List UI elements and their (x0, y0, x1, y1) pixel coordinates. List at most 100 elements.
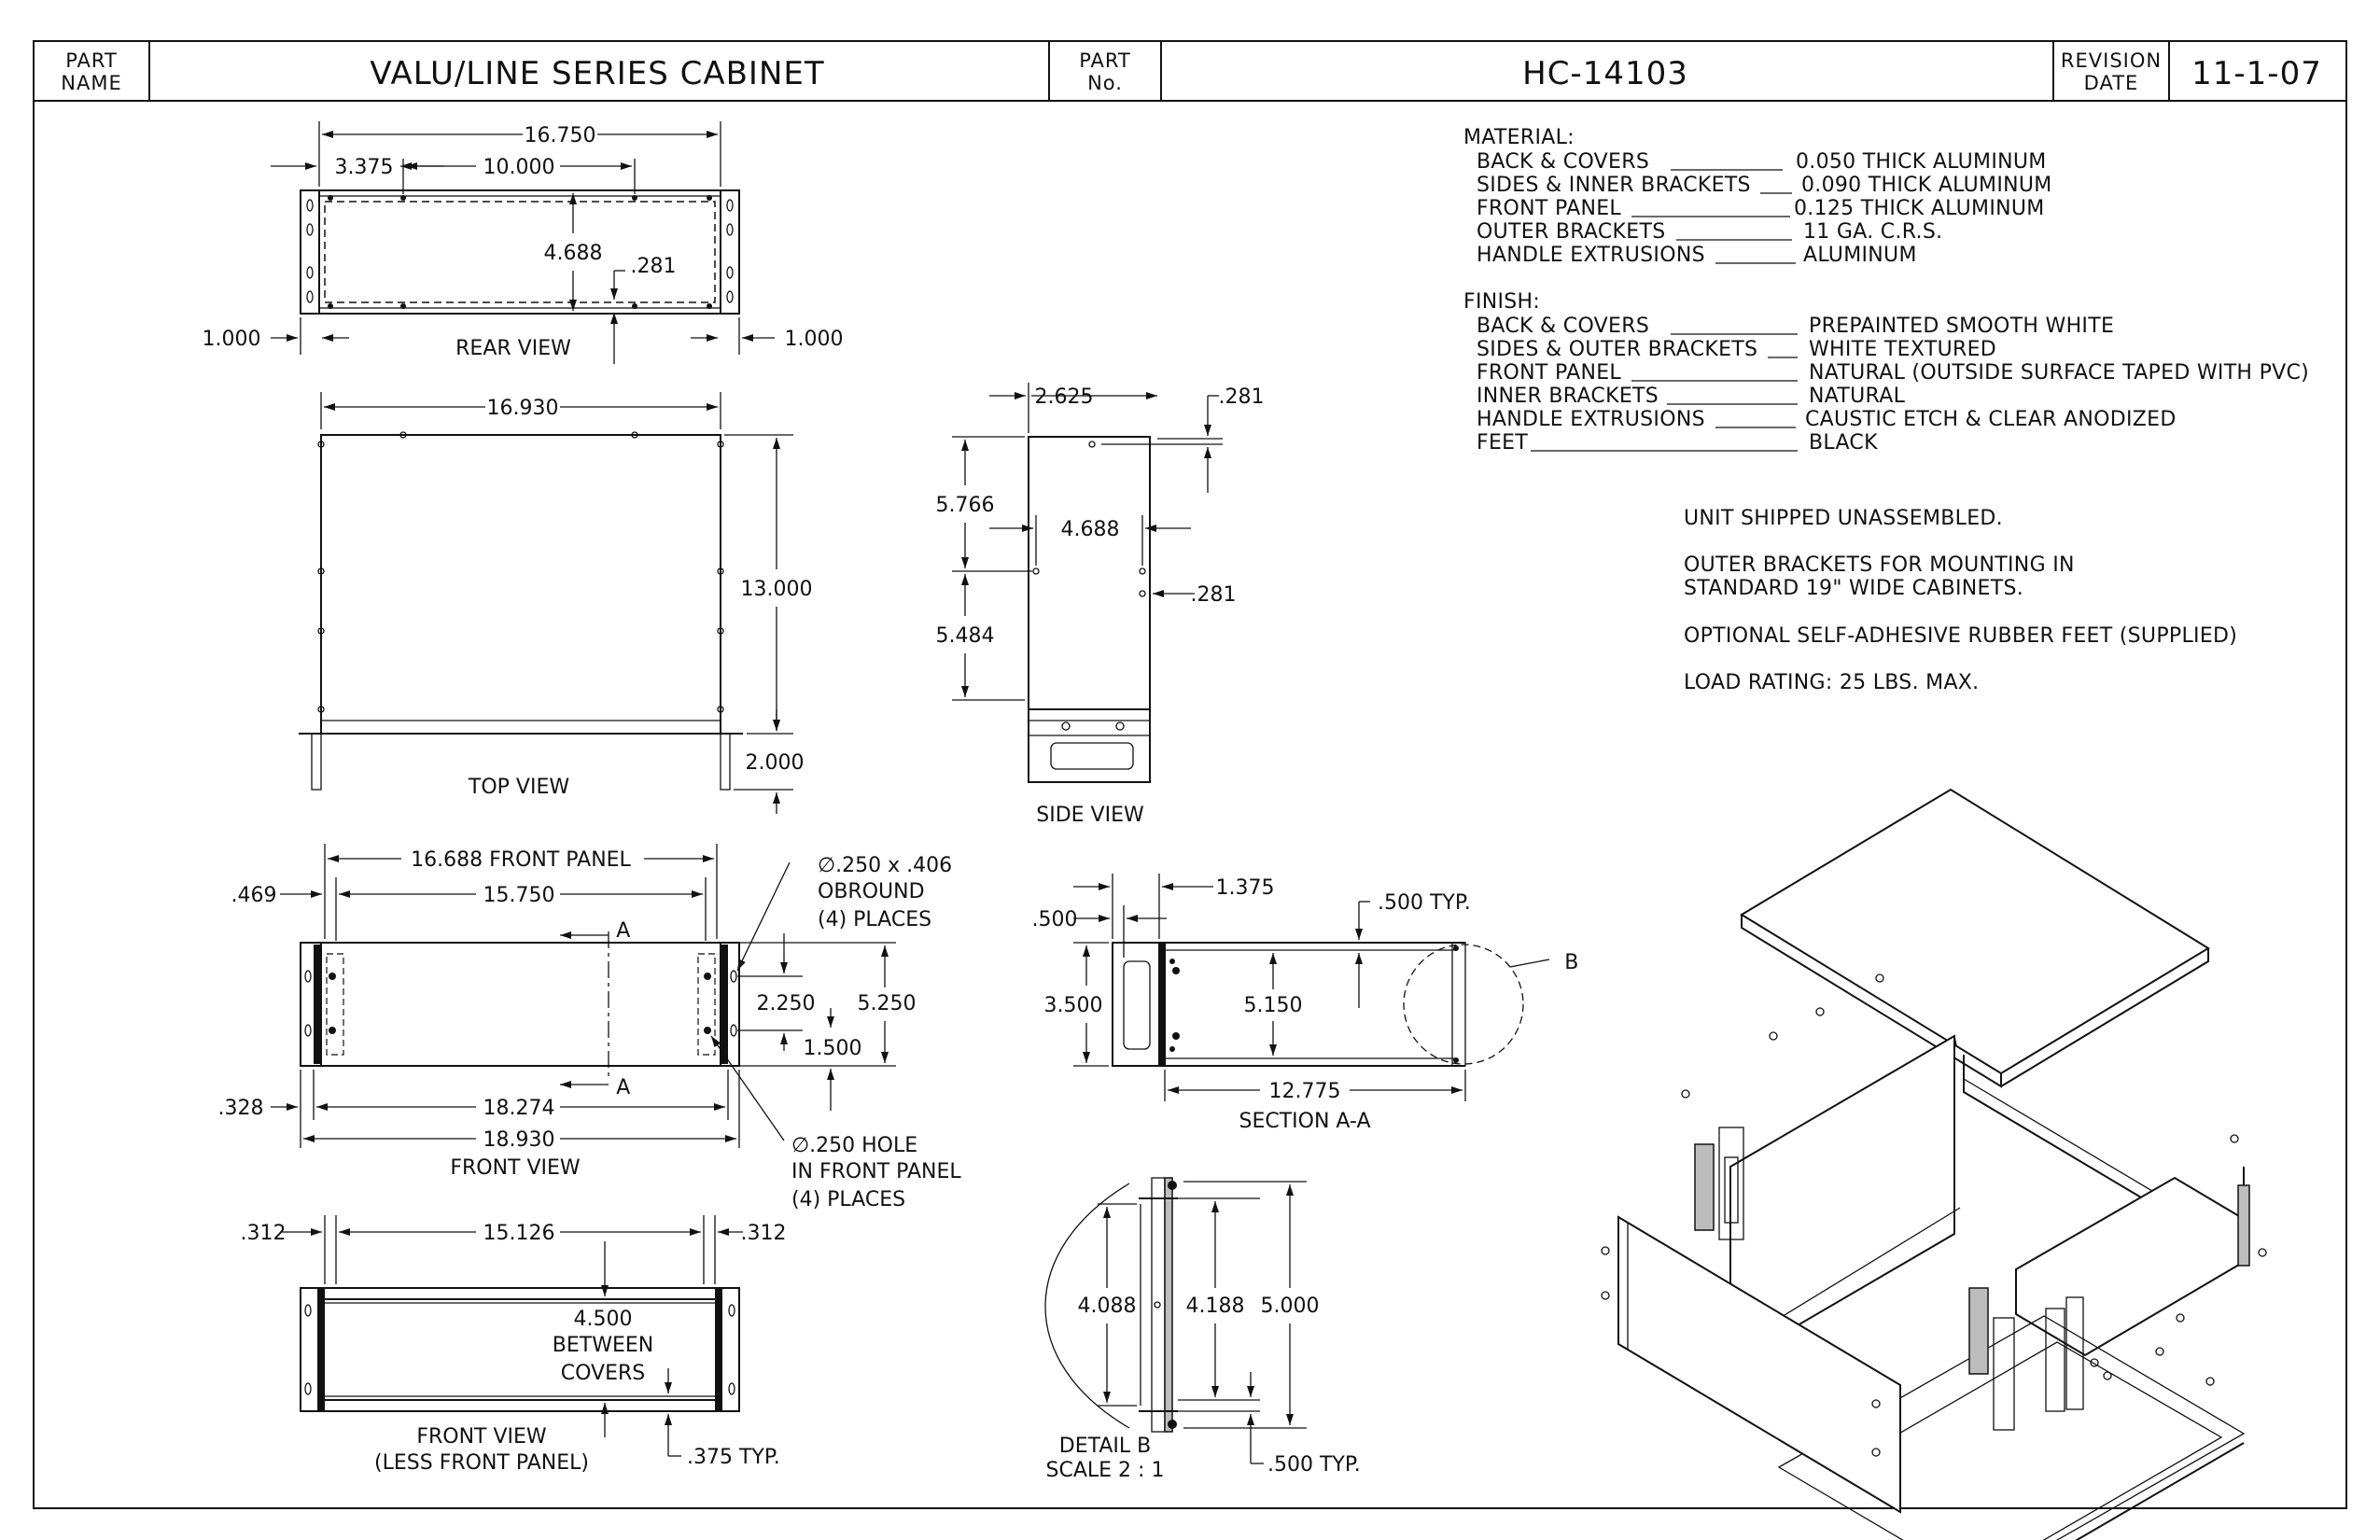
detail-b-label-1: DETAIL B (1059, 1435, 1151, 1458)
finish-item: FRONT PANEL (1477, 361, 1621, 385)
part-name-label-1: PART (65, 49, 118, 72)
finish-item: BACK & COVERS (1477, 315, 1649, 338)
dim-front-edge: .328 (218, 1097, 264, 1120)
note-obround-3: (4) PLACES (818, 908, 931, 931)
finish-value: PREPAINTED SMOOTH WHITE (1809, 315, 2114, 338)
dim-front-h1: 2.250 (757, 992, 816, 1015)
finish-item: INNER BRACKETS (1477, 385, 1659, 408)
dim-top-width: 16.930 (487, 397, 559, 420)
revision-label-2: DATE (2084, 72, 2139, 94)
dim-less-between-3: COVERS (561, 1362, 646, 1385)
part-name-label-2: NAME (61, 72, 121, 94)
dim-rear-height: 4.688 (544, 242, 603, 265)
dim-less-between-2: BETWEEN (553, 1334, 653, 1357)
revision-label-1: REVISION (2061, 49, 2162, 72)
material-item: HANDLE EXTRUSIONS (1477, 244, 1705, 267)
dim-front-h3: 1.500 (804, 1037, 862, 1060)
dim-less-left: .312 (241, 1222, 287, 1245)
dim-front-left: .469 (231, 884, 277, 907)
dim-front-h2: 5.250 (858, 992, 917, 1015)
material-value: 0.125 THICK ALUMINUM (1794, 197, 2045, 220)
top-view-label: TOP VIEW (468, 776, 569, 799)
finish-item: FEET (1477, 431, 1528, 455)
front-view-less-panel: .312 15.126 .312 4.500 BETWEEN COVERS .3… (241, 1215, 787, 1475)
finish-heading: FINISH: (1463, 290, 1540, 314)
section-mark-a-bottom: A (616, 1076, 631, 1099)
front-view-less-label-2: (LESS FRONT PANEL) (374, 1451, 589, 1475)
dim-less-between-1: 4.500 (574, 1308, 633, 1331)
part-name: VALU/LINE SERIES CABINET (370, 55, 824, 92)
dim-less-inner: 15.126 (483, 1222, 555, 1245)
note-brackets-1: OUTER BRACKETS FOR MOUNTING IN (1684, 553, 2075, 577)
note-feet: OPTIONAL SELF-ADHESIVE RUBBER FEET (SUPP… (1684, 624, 2237, 648)
dim-side-mid: 4.688 (1061, 518, 1120, 541)
dim-rear-left: 3.375 (335, 156, 394, 179)
dim-side-upper: 5.766 (936, 494, 995, 517)
top-view: 16.930 13.000 2.000 TOP VIEW (299, 392, 812, 814)
rear-view: 16.750 3.375 10.000 4.688 .281 1.000 1.0… (203, 121, 844, 364)
note-hole-3: (4) PLACES (791, 1188, 905, 1211)
dim-less-typ: .375 TYP. (687, 1446, 780, 1469)
note-brackets-2: STANDARD 19" WIDE CABINETS. (1684, 577, 2023, 600)
dim-detail-b: 4.188 (1186, 1295, 1245, 1318)
sheet-border (33, 40, 2347, 1509)
part-number: HC-14103 (1522, 55, 1688, 92)
material-item: SIDES & INNER BRACKETS (1477, 174, 1751, 197)
front-view: A A 16.688 FRONT PANEL 15.750 .469 2.250… (218, 844, 961, 1211)
dim-top-foot: 2.000 (746, 751, 805, 775)
material-item: OUTER BRACKETS (1477, 220, 1665, 244)
isometric-exploded-view (1601, 788, 2267, 1540)
dim-front-inner: 15.750 (483, 884, 555, 907)
detail-b-label-2: SCALE 2 : 1 (1046, 1459, 1165, 1482)
note-hole-2: IN FRONT PANEL (791, 1160, 961, 1183)
dim-side-lower: 5.484 (936, 624, 995, 648)
finish-value: CAUSTIC ETCH & CLEAR ANODIZED (1805, 408, 2177, 431)
dim-detail-a: 4.088 (1078, 1295, 1137, 1318)
dim-section-inner: 5.150 (1244, 994, 1303, 1017)
dim-front-panel: 16.688 FRONT PANEL (411, 848, 631, 872)
dim-front-width1: 18.274 (483, 1097, 555, 1120)
dim-rear-overall: 16.750 (525, 124, 596, 147)
dim-detail-c: 5.000 (1261, 1295, 1320, 1318)
dim-side-right-small: .281 (1191, 583, 1237, 607)
material-value: 11 GA. C.R.S. (1803, 220, 1942, 244)
section-mark-a-top: A (616, 919, 631, 943)
dim-side-top-small: .281 (1219, 385, 1265, 409)
section-a-a-label: SECTION A-A (1239, 1110, 1371, 1133)
revision-date: 11-1-07 (2191, 55, 2322, 92)
general-notes: UNIT SHIPPED UNASSEMBLED. OUTER BRACKETS… (1684, 507, 2237, 694)
dim-front-width2: 18.930 (483, 1128, 555, 1152)
dim-detail-typ: .500 TYP. (1267, 1453, 1361, 1477)
material-value: 0.090 THICK ALUMINUM (1801, 174, 2052, 197)
dim-section-height: 3.500 (1044, 994, 1103, 1017)
finish-value: WHITE TEXTURED (1809, 338, 1996, 361)
finish-value: NATURAL (OUTSIDE SURFACE TAPED WITH PVC) (1809, 361, 2309, 385)
dim-side-top: 2.625 (1035, 385, 1094, 409)
front-view-less-label-1: FRONT VIEW (416, 1425, 547, 1449)
note-shipped: UNIT SHIPPED UNASSEMBLED. (1684, 507, 2003, 530)
side-view: 2.625 .281 5.766 5.484 4.688 .281 SIDE V… (936, 383, 1265, 827)
dim-top-depth: 13.000 (741, 578, 813, 601)
side-view-label: SIDE VIEW (1036, 804, 1144, 827)
dim-section-typ: .500 TYP. (1378, 891, 1471, 915)
finish-item: HANDLE EXTRUSIONS (1477, 408, 1705, 431)
rear-view-label: REAR VIEW (455, 337, 571, 360)
title-block: PART NAME VALU/LINE SERIES CABINET PART … (61, 49, 2322, 94)
note-obround-1: ∅.250 x .406 (818, 854, 952, 877)
detail-mark-b: B (1564, 951, 1579, 974)
dim-section-left: .500 (1032, 908, 1078, 931)
material-item: FRONT PANEL (1477, 197, 1621, 220)
finish-value: NATURAL (1809, 385, 1906, 408)
section-a-a: B 1.375 .500 3.500 5.150 .500 TYP. 12.77… (1032, 874, 1579, 1133)
note-obround-2: OBROUND (818, 880, 925, 903)
material-heading: MATERIAL: (1463, 126, 1575, 149)
dim-less-right: .312 (741, 1222, 787, 1245)
material-item: BACK & COVERS (1477, 150, 1649, 174)
part-no-label-1: PART (1079, 49, 1131, 72)
dim-rear-edge-right: 1.000 (785, 328, 844, 351)
detail-b: 4.088 4.188 5.000 .500 TYP. DETAIL B SCA… (1044, 1177, 1361, 1482)
note-load: LOAD RATING: 25 LBS. MAX. (1684, 671, 1979, 694)
dim-rear-small: .281 (631, 255, 677, 278)
dim-section-width: 12.775 (1269, 1080, 1341, 1103)
